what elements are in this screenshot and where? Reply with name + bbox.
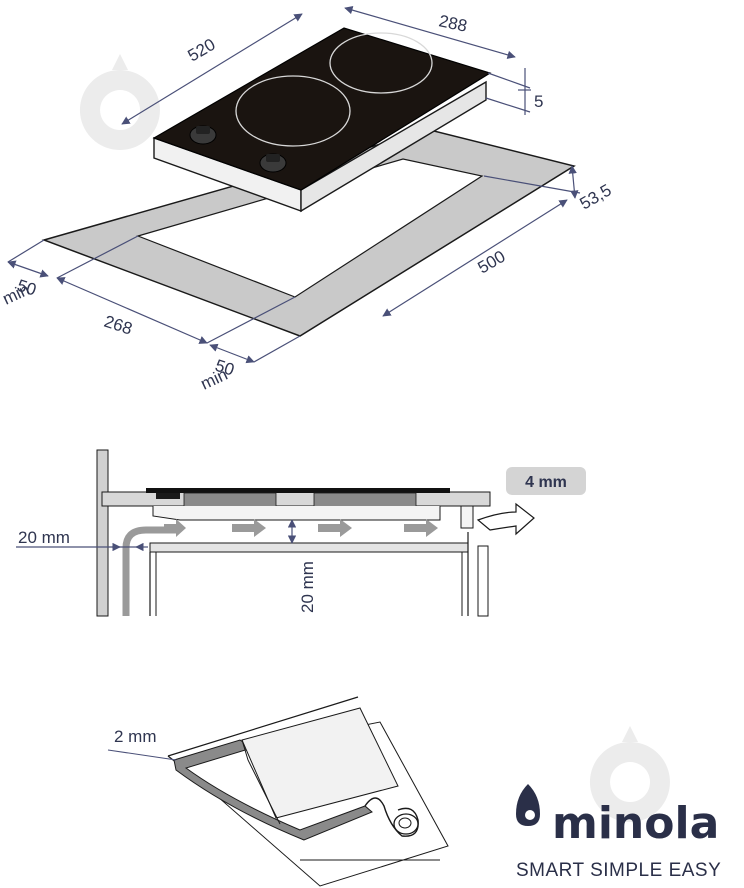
dim-cutout-width: 268	[102, 312, 135, 339]
brand-tagline: SMART SIMPLE EASY	[516, 860, 721, 881]
airflow-channel	[122, 526, 180, 616]
gap-badge-label: 4 mm	[525, 474, 567, 491]
watermark-bottom-icon	[589, 726, 670, 823]
dim-depth: 288	[437, 11, 469, 35]
dim-cutout-length: 500	[475, 247, 509, 278]
gap-left-label: 20 mm	[18, 528, 70, 547]
seal-label: 2 mm	[114, 727, 157, 746]
section-view: 4 mm 20 mm 20 mm	[16, 449, 586, 617]
burner-strip-right	[313, 492, 417, 508]
dimension-lines-top	[7, 6, 581, 364]
outlet-arrow-icon	[476, 502, 535, 536]
drop-logo-icon	[516, 784, 540, 826]
dim-height: 53,5	[577, 180, 615, 213]
dim-left-margin: 50	[15, 276, 39, 300]
wall	[96, 449, 109, 617]
brand-name: minola	[552, 798, 719, 849]
dim-glass: 5	[534, 92, 543, 111]
dim-width: 520	[185, 35, 219, 66]
watermark-top-icon	[79, 54, 160, 150]
airflow-arrow-icon	[164, 519, 438, 537]
gap-vertical-label: 20 mm	[298, 561, 317, 613]
gap-badge	[506, 467, 586, 495]
tape-roll-icon	[364, 797, 419, 837]
brand-logo: minola SMART SIMPLE EASY	[516, 784, 721, 881]
cabinet-top	[149, 542, 469, 553]
burner-strip-left	[183, 492, 277, 508]
knob-right-icon	[259, 153, 287, 173]
seal-detail: 2 mm	[107, 696, 449, 887]
knob-left-icon	[189, 125, 217, 145]
dim-bottom-margin: 50	[213, 356, 237, 380]
